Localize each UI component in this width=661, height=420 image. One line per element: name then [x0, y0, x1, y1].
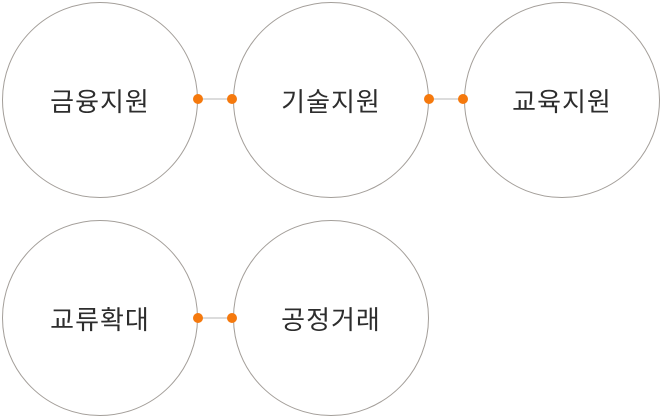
diagram-node-education-support: 교육지원 — [464, 2, 660, 198]
connector-dot-icon — [424, 94, 434, 104]
node-label: 기술지원 — [281, 86, 381, 117]
connector-line — [198, 317, 232, 319]
node-label: 공정거래 — [281, 304, 381, 335]
connector-dot-icon — [193, 313, 203, 323]
diagram-node-exchange-expansion: 교류확대 — [2, 220, 198, 416]
connector-node0-node1 — [193, 94, 237, 104]
connector-dot-icon — [193, 94, 203, 104]
node-label: 교류확대 — [50, 304, 150, 335]
diagram-node-fair-trade: 공정거래 — [233, 220, 429, 416]
connector-dot-icon — [227, 313, 237, 323]
connector-node3-node4 — [193, 313, 237, 323]
connector-dot-icon — [458, 94, 468, 104]
connector-line — [198, 98, 232, 100]
connector-line — [429, 98, 463, 100]
diagram-node-technical-support: 기술지원 — [233, 2, 429, 198]
diagram-node-financial-support: 금융지원 — [2, 2, 198, 198]
node-label: 교육지원 — [512, 86, 612, 117]
connector-node1-node2 — [424, 94, 468, 104]
connector-dot-icon — [227, 94, 237, 104]
node-label: 금융지원 — [50, 86, 150, 117]
